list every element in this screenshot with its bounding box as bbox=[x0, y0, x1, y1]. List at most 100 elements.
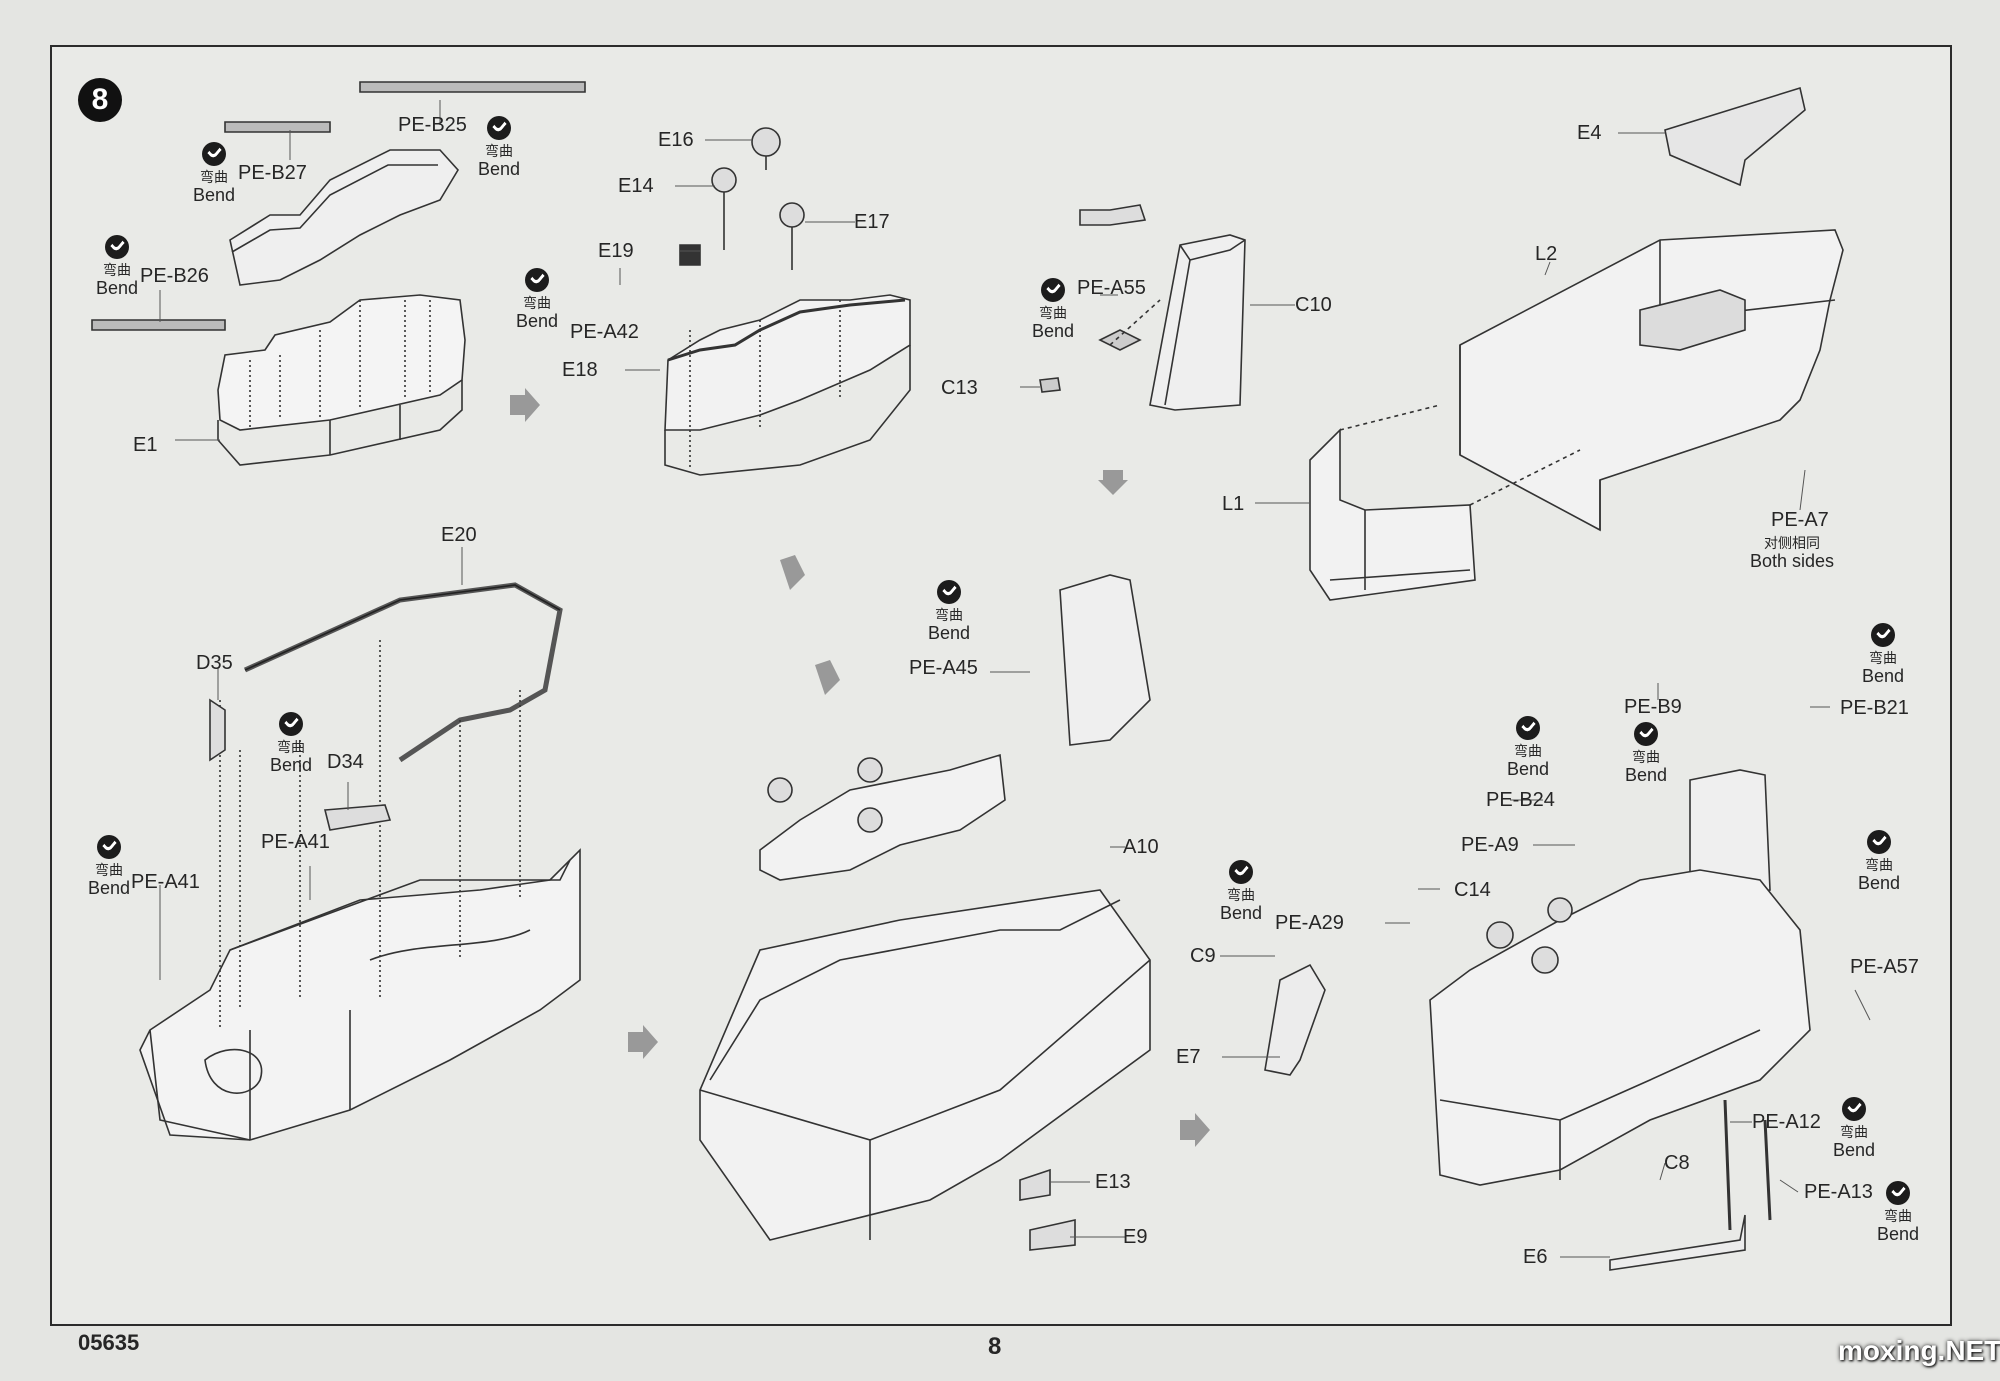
bend-note-cn: 弯曲 bbox=[277, 739, 306, 755]
bend-icon bbox=[202, 142, 227, 166]
part-label-e6: E6 bbox=[1523, 1246, 1548, 1268]
bend-icon bbox=[105, 235, 130, 259]
part-label-e20: E20 bbox=[441, 524, 477, 546]
bend-note-cn: 弯曲 bbox=[1039, 305, 1068, 321]
bend-note: 弯曲 Bend bbox=[1862, 623, 1904, 687]
flow-arrow-icon bbox=[510, 388, 540, 422]
part-label-c13: C13 bbox=[941, 377, 978, 399]
bend-note-cn: 弯曲 bbox=[935, 607, 964, 623]
bend-icon bbox=[279, 712, 304, 736]
bend-note-cn: 弯曲 bbox=[1884, 1208, 1913, 1224]
bridge-deck-masts-drawing bbox=[665, 128, 910, 475]
part-label-pe-b9: PE-B9 bbox=[1624, 696, 1682, 718]
part-label-e14: E14 bbox=[618, 175, 654, 197]
bend-note: 弯曲 Bend bbox=[1858, 830, 1900, 894]
part-label-pe-a9: PE-A9 bbox=[1461, 834, 1519, 856]
part-label-c8: C8 bbox=[1664, 1152, 1690, 1174]
part-label-l1: L1 bbox=[1222, 493, 1245, 515]
part-label-pe-a45: PE-A45 bbox=[909, 657, 978, 679]
bend-note-en: Bend bbox=[270, 755, 313, 776]
bend-note-en: Bend bbox=[1625, 765, 1668, 786]
bend-note-en: Bend bbox=[478, 159, 521, 180]
leader-lines bbox=[160, 100, 1870, 1257]
bend-note: 弯曲 Bend bbox=[270, 712, 312, 776]
part-label-pe-a41-mid: PE-A41 bbox=[261, 831, 330, 853]
part-label-e13: E13 bbox=[1095, 1171, 1131, 1193]
bend-icon bbox=[97, 835, 122, 859]
bend-icon bbox=[1867, 830, 1892, 854]
part-label-pe-a42: PE-A42 bbox=[570, 321, 639, 343]
bend-note-en: Bend bbox=[193, 185, 236, 206]
bend-note: 弯曲 Bend bbox=[928, 580, 970, 644]
bend-icon bbox=[1871, 623, 1896, 647]
bend-note-cn: 弯曲 bbox=[1514, 743, 1543, 759]
completed-superstructure-drawing bbox=[1265, 770, 1810, 1270]
bend-icon bbox=[1041, 278, 1066, 302]
part-label-e9: E9 bbox=[1123, 1226, 1148, 1248]
part-label-pe-b25: PE-B25 bbox=[398, 114, 467, 136]
part-label-pe-a55: PE-A55 bbox=[1077, 277, 1146, 299]
bend-icon bbox=[1886, 1181, 1911, 1205]
bend-note-en: Bend bbox=[1858, 873, 1901, 894]
bend-note-en: Bend bbox=[96, 278, 139, 299]
bend-icon bbox=[1516, 716, 1541, 740]
part-label-e19: E19 bbox=[598, 240, 634, 262]
bend-note-en: Bend bbox=[516, 311, 559, 332]
part-label-d35: D35 bbox=[196, 652, 233, 674]
part-label-pe-a13: PE-A13 bbox=[1804, 1181, 1873, 1203]
bend-note-cn: 弯曲 bbox=[485, 143, 514, 159]
part-label-e1: E1 bbox=[133, 434, 158, 456]
part-label-d34: D34 bbox=[327, 751, 364, 773]
flow-arrow-icon bbox=[1180, 1113, 1210, 1147]
part-label-e17: E17 bbox=[854, 211, 890, 233]
bend-icon bbox=[525, 268, 550, 292]
kit-number: 05635 bbox=[78, 1330, 140, 1355]
bend-note: 弯曲 Bend bbox=[193, 142, 235, 206]
bend-note-en: Bend bbox=[88, 878, 131, 899]
bend-note-en: Bend bbox=[1032, 321, 1075, 342]
funnel-c10-drawing bbox=[1040, 205, 1245, 410]
flow-arrow-icon bbox=[815, 660, 840, 695]
both-sides-cn: 对侧相同 bbox=[1764, 535, 1821, 551]
bend-note: 弯曲 Bend bbox=[1220, 860, 1262, 924]
bend-icon bbox=[1842, 1097, 1867, 1121]
part-label-e7: E7 bbox=[1176, 1046, 1201, 1068]
bend-note-cn: 弯曲 bbox=[200, 169, 229, 185]
part-label-pe-b21: PE-B21 bbox=[1840, 697, 1909, 719]
bend-note-cn: 弯曲 bbox=[523, 295, 552, 311]
bridge-deck-e1-drawing bbox=[92, 82, 585, 465]
bend-note: 弯曲 Bend bbox=[1833, 1097, 1875, 1161]
page-number: 8 bbox=[988, 1333, 1002, 1360]
bend-note: 弯曲 Bend bbox=[478, 116, 520, 180]
bend-note: 弯曲 Bend bbox=[96, 235, 138, 299]
bend-note-en: Bend bbox=[1220, 903, 1263, 924]
bend-note-en: Bend bbox=[1862, 666, 1905, 687]
part-label-c14: C14 bbox=[1454, 879, 1491, 901]
part-label-c10: C10 bbox=[1295, 294, 1332, 316]
hull-deck-e20-drawing bbox=[140, 585, 580, 1140]
part-label-e16: E16 bbox=[658, 129, 694, 151]
bend-note: 弯曲 Bend bbox=[1877, 1181, 1919, 1245]
bend-note-cn: 弯曲 bbox=[1865, 857, 1894, 873]
bend-note-cn: 弯曲 bbox=[103, 262, 132, 278]
part-label-pe-b24: PE-B24 bbox=[1486, 789, 1555, 811]
part-label-c9: C9 bbox=[1190, 945, 1216, 967]
hull-bridge-funnel-drawing bbox=[700, 575, 1150, 1250]
bend-note-cn: 弯曲 bbox=[95, 862, 124, 878]
part-label-pe-a57: PE-A57 bbox=[1850, 956, 1919, 978]
flow-arrow-icon bbox=[1098, 470, 1128, 495]
part-label-l2: L2 bbox=[1535, 243, 1558, 265]
bend-icon bbox=[487, 116, 512, 140]
bend-note-cn: 弯曲 bbox=[1869, 650, 1898, 666]
bend-icon bbox=[1634, 722, 1659, 746]
hangar-l1-l2-drawing bbox=[1310, 88, 1843, 600]
bend-note-en: Bend bbox=[1877, 1224, 1920, 1245]
flow-arrows bbox=[510, 388, 1210, 1147]
flow-arrow-icon bbox=[780, 555, 805, 590]
part-label-pe-a12: PE-A12 bbox=[1752, 1111, 1821, 1133]
bend-icon bbox=[1229, 860, 1254, 884]
bend-note-cn: 弯曲 bbox=[1632, 749, 1661, 765]
part-label-e18: E18 bbox=[562, 359, 598, 381]
bend-note-cn: 弯曲 bbox=[1227, 887, 1256, 903]
